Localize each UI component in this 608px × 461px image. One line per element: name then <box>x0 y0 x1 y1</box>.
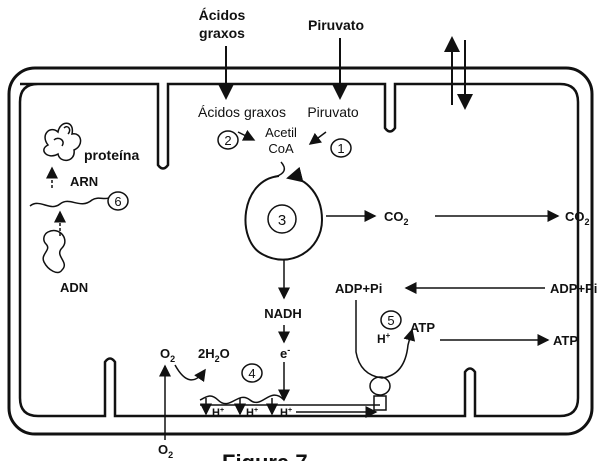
atp-synthase-flow <box>355 300 416 379</box>
arn-strand <box>29 197 109 208</box>
atp-synthase-head <box>369 376 391 396</box>
process-3-number: 3 <box>278 212 286 229</box>
process-4-number: 4 <box>248 366 255 381</box>
oxygen-to-water-curve <box>174 364 206 383</box>
adn-label: ADN <box>60 280 88 295</box>
water-label: 2H2O <box>198 346 230 364</box>
outside-atp: ATP <box>553 333 578 348</box>
process-6-circle <box>107 191 129 211</box>
process-1-circle <box>330 138 352 158</box>
acetyl-to-cycle-arrow <box>274 161 286 178</box>
h-plus-1: H+ <box>212 407 224 419</box>
matrix-atp: ATP <box>410 320 435 335</box>
matrix-adp-pi: ADP+Pi <box>335 281 382 296</box>
outside-co2: CO2 <box>565 209 590 227</box>
protein-shape <box>43 122 82 162</box>
fatty-acids-label: Ácidos graxos <box>198 104 286 120</box>
input-pyruvate: Piruvato <box>308 17 364 33</box>
krebs-cycle <box>244 166 324 261</box>
process-2-number: 2 <box>224 133 231 148</box>
matrix-co2: CO2 <box>384 209 409 227</box>
pyruvate-label: Piruvato <box>307 104 359 120</box>
electron-chain-path <box>199 394 285 405</box>
matrix-h-plus: H+ <box>377 331 391 346</box>
process-2-circle <box>217 130 239 150</box>
input-fatty-acids-line2: graxos <box>199 25 245 41</box>
process-4-circle <box>241 363 263 383</box>
acetyl-coa-line1: Acetil <box>265 125 297 140</box>
input-fatty-acids-line1: Ácidos <box>199 7 246 23</box>
atp-synthase-stalk <box>373 395 387 411</box>
process-1-number: 1 <box>337 141 344 156</box>
figure-caption: Figura 7 <box>222 450 308 461</box>
pyruvate-to-acetyl-arrow <box>308 131 327 145</box>
protein-label: proteína <box>84 147 139 163</box>
electron-label: e- <box>280 345 290 361</box>
outside-adp-pi: ADP+Pi <box>550 281 597 296</box>
arn-label: ARN <box>70 174 98 189</box>
outer-membrane <box>7 66 594 436</box>
process-5-circle <box>380 310 402 330</box>
process-6-number: 6 <box>114 194 121 209</box>
fatty-acids-to-acetyl-arrow <box>237 129 256 141</box>
nadh-label: NADH <box>264 306 302 321</box>
process-3-circle <box>267 204 297 234</box>
outside-o2: O2 <box>158 442 173 460</box>
adn-strand <box>42 229 66 274</box>
matrix-o2: O2 <box>160 346 175 364</box>
process-5-number: 5 <box>387 313 394 328</box>
h-plus-2: H+ <box>246 407 258 419</box>
inner-membrane <box>18 82 580 418</box>
h-plus-3: H+ <box>280 407 292 419</box>
acetyl-coa-line2: CoA <box>268 141 294 156</box>
